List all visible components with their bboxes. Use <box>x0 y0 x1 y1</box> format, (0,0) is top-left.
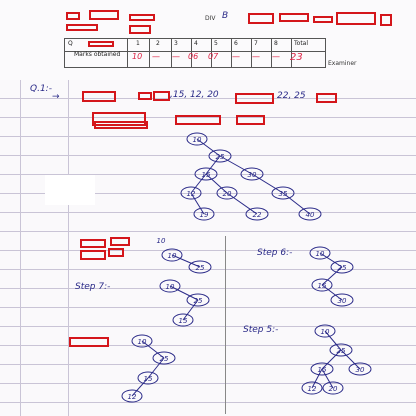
node-big-6: 35 <box>279 190 288 198</box>
margin-line-left <box>20 80 21 416</box>
mark-1: 10 <box>132 52 143 61</box>
col-7: 7 <box>254 40 258 47</box>
redacted-field <box>89 10 119 20</box>
node-mid-0: 10 <box>157 237 166 245</box>
mark-2: — <box>152 52 160 61</box>
examiner-label: Examiner <box>328 60 357 67</box>
node-big-7: 19 <box>200 211 209 219</box>
redacted-step <box>80 239 106 248</box>
redacted-text <box>236 115 265 125</box>
col-5: 5 <box>214 40 218 47</box>
node-mid-8: 15 <box>318 282 327 290</box>
redacted-step <box>80 250 106 260</box>
step5-label: Step 5:- <box>243 325 279 335</box>
redacted-text <box>175 115 221 125</box>
col-3: 3 <box>174 40 178 47</box>
mark-total: 23 <box>290 52 303 63</box>
node-mid-7: 25 <box>338 264 347 272</box>
question-label: Q.1:- <box>30 84 52 94</box>
divider <box>225 236 226 414</box>
mark-3: — <box>172 52 180 61</box>
margin-line-inner <box>68 80 69 416</box>
mark-6: — <box>232 52 240 61</box>
col-total: Total <box>294 40 309 47</box>
col-1: 1 <box>136 40 140 47</box>
redacted-label <box>129 14 155 21</box>
redacted-step <box>69 337 109 347</box>
node-bot-4: 10 <box>321 328 330 336</box>
node-mid-9: 30 <box>338 297 347 305</box>
redacted-field <box>279 13 309 22</box>
col-2: 2 <box>156 40 160 47</box>
node-bot-9: 20 <box>329 385 338 393</box>
redacted-text <box>235 93 274 104</box>
redacted-text <box>92 112 146 126</box>
mark-5: 07 <box>208 52 219 61</box>
redacted-field <box>88 41 114 47</box>
sequence-text: ,15, 12, 20 <box>170 90 219 100</box>
redacted-field <box>336 12 376 25</box>
node-mid-6: 10 <box>316 250 325 258</box>
col-8: 8 <box>274 40 278 47</box>
node-bot-1: 25 <box>160 355 169 363</box>
redacted-field <box>129 25 151 34</box>
node-bot-6: 15 <box>318 366 327 374</box>
redacted-field <box>380 14 392 26</box>
table-q-label: Q <box>68 40 73 47</box>
node-big-0: 10 <box>193 136 202 144</box>
node-big-8: 22 <box>253 211 262 219</box>
redacted-text <box>94 121 148 129</box>
redacted-text <box>82 91 116 102</box>
node-big-9: 40 <box>306 211 315 219</box>
node-bot-5: 25 <box>337 347 346 355</box>
mark-8: — <box>272 52 280 61</box>
redacted-label <box>66 24 98 31</box>
node-mid-5: 15 <box>179 317 188 325</box>
node-mid-2: 25 <box>196 264 205 272</box>
redacted-label <box>66 12 80 20</box>
div-value: B <box>222 11 229 21</box>
step6-label: Step 6:- <box>257 248 293 258</box>
redacted-text <box>316 93 337 103</box>
node-big-3: 30 <box>248 171 257 179</box>
mark-4: 06 <box>188 52 199 61</box>
col-6: 6 <box>234 40 238 47</box>
col-4: 4 <box>194 40 198 47</box>
node-big-5: 20 <box>223 190 232 198</box>
mark-7: — <box>252 52 260 61</box>
redacted-field <box>248 13 274 24</box>
marks-table <box>64 38 326 68</box>
node-big-1: 25 <box>216 153 225 161</box>
node-big-4: 12 <box>187 190 196 198</box>
div-label: DIV <box>205 15 216 22</box>
node-bot-7: 30 <box>356 366 365 374</box>
node-mid-1: 10 <box>168 252 177 260</box>
arrow: → <box>52 92 60 102</box>
step7-label: Step 7:- <box>75 282 111 292</box>
table-marks-label: Marks obtained <box>74 51 121 58</box>
blank-image <box>45 175 95 205</box>
node-big-2: 15 <box>202 171 211 179</box>
node-bot-3: 12 <box>128 393 137 401</box>
redacted-step <box>110 237 130 246</box>
sequence-text-2: 22, 25 <box>277 91 306 101</box>
node-mid-3: 10 <box>166 283 175 291</box>
node-bot-8: 12 <box>308 385 317 393</box>
redacted-text <box>153 91 170 101</box>
node-mid-4: 25 <box>194 297 203 305</box>
redacted-text <box>138 92 152 100</box>
redacted-step <box>108 248 124 257</box>
node-bot-0: 10 <box>138 338 147 346</box>
redacted-label <box>313 16 333 23</box>
node-bot-2: 15 <box>144 375 153 383</box>
